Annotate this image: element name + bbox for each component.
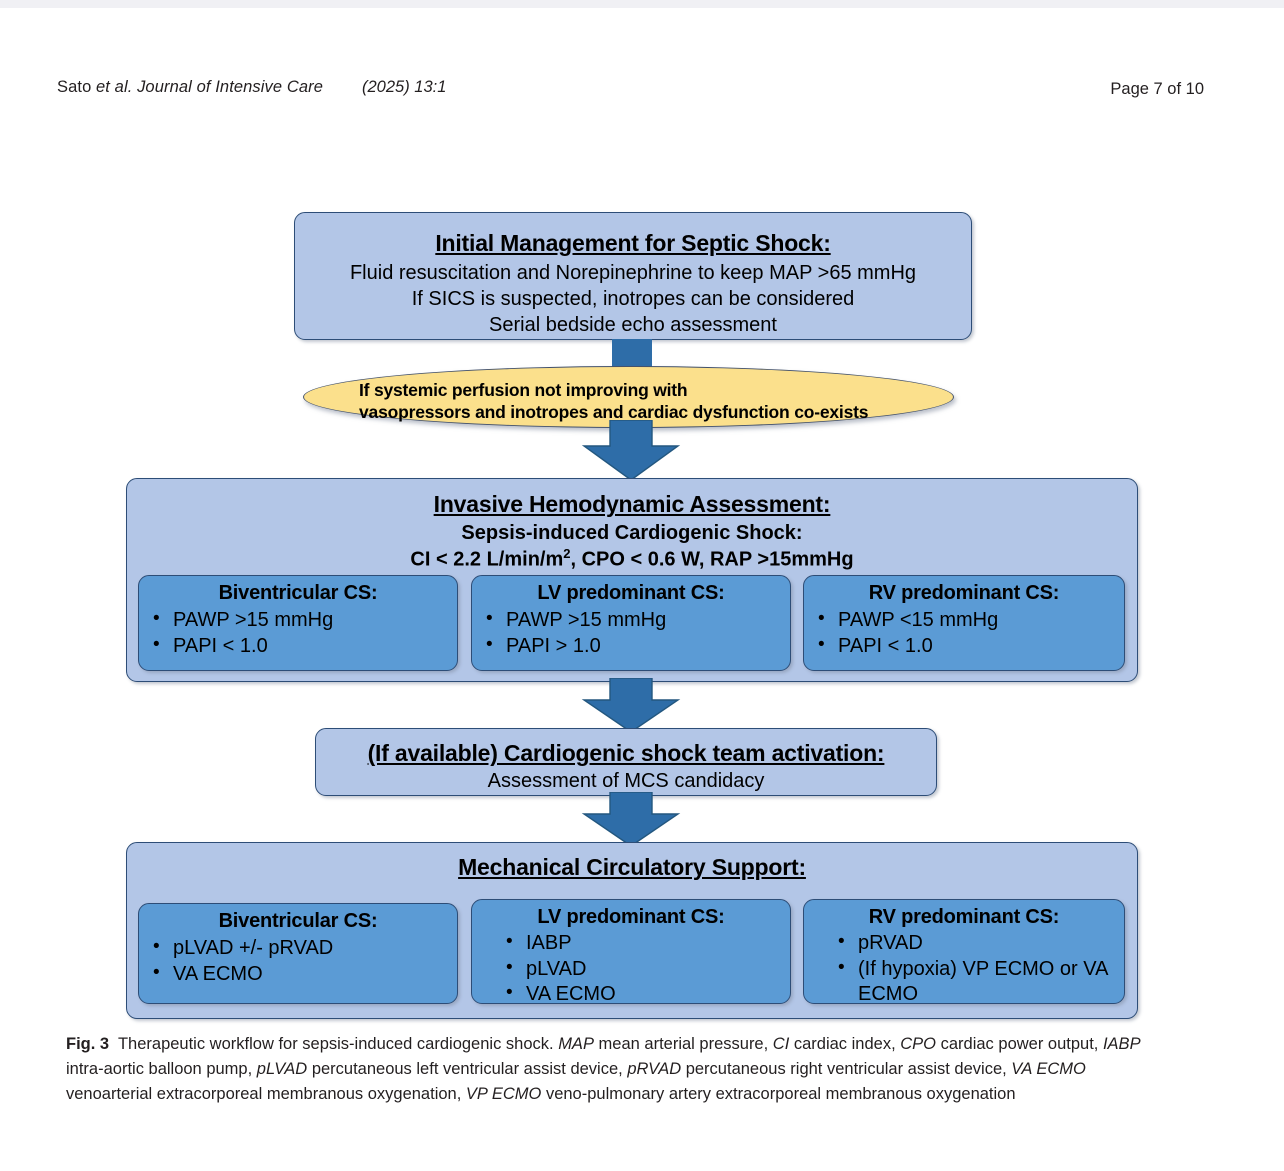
subbox-assessment-rv-title: RV predominant CS: (868, 582, 1060, 604)
figure-caption: Fig. 3 Therapeutic workflow for sepsis-i… (66, 1032, 1156, 1107)
abbr-prvad: pRVAD (627, 1060, 682, 1079)
subbox-mcs-lv-title: LV predominant CS: (537, 906, 725, 928)
list-item: PAPI < 1.0 (139, 633, 457, 660)
list-item: PAPI > 1.0 (472, 633, 790, 660)
node-invasive-superscript: 2 (563, 545, 571, 561)
node-condition-ellipse: If systemic perfusion not improving with… (303, 366, 954, 428)
node-initial-management-title: Initial Management for Septic Shock: (435, 230, 831, 256)
abbr-map: MAP (558, 1035, 594, 1053)
subbox-assessment-lv-title: LV predominant CS: (537, 582, 725, 604)
list-item: pLVAD +/- pRVAD (139, 935, 457, 962)
def-map: mean arterial pressure, (593, 1035, 773, 1053)
page-number: Page 7 of 10 (1110, 80, 1204, 98)
volume-issue: (2025) 13:1 (362, 78, 447, 96)
node-shock-team-line-2: Assessment of MCS candidacy (487, 769, 765, 792)
condition-text: If systemic perfusion not improving with… (359, 380, 868, 424)
abbr-vp-ecmo: VP ECMO (465, 1085, 542, 1104)
def-va-ecmo: venoarterial extracorporeal membranous o… (66, 1085, 466, 1104)
def-cpo: cardiac power output, (936, 1035, 1103, 1053)
node-shock-team-title: (If available) Cardiogenic shock team ac… (367, 740, 885, 766)
node-invasive-hemodynamic-assessment: Invasive Hemodynamic Assessment: Sepsis-… (126, 478, 1138, 682)
node-shock-team-activation: (If available) Cardiogenic shock team ac… (315, 728, 937, 796)
list-item: VA ECMO (492, 981, 790, 1008)
author-name: Sato (57, 78, 97, 96)
subbox-mcs-lv: LV predominant CS: IABP pLVAD VA ECMO (471, 899, 791, 1005)
subbox-mcs-lv-list: IABP pLVAD VA ECMO (472, 930, 790, 1008)
condition-line-2: vasopressors and inotropes and cardiac d… (359, 401, 869, 422)
subbox-assessment-rv-list: PAWP <15 mmHg PAPI < 1.0 (804, 607, 1124, 660)
list-item: pLVAD (492, 956, 790, 983)
journal-citation: Sato et al. Journal of Intensive Care (57, 78, 323, 97)
def-plvad: percutaneous left ventricular assist dev… (307, 1060, 628, 1079)
def-vp-ecmo: veno-pulmonary artery extracorporeal mem… (541, 1085, 1016, 1104)
list-item: PAWP >15 mmHg (472, 607, 790, 634)
subbox-assessment-rv: RV predominant CS: PAWP <15 mmHg PAPI < … (803, 575, 1125, 671)
flow-arrow-3 (581, 792, 681, 847)
node-invasive-line-2: Sepsis-induced Cardiogenic Shock: (461, 521, 803, 544)
subbox-assessment-biventricular: Biventricular CS: PAWP >15 mmHg PAPI < 1… (138, 575, 458, 671)
node-initial-management-line-1: Fluid resuscitation and Norepinephrine t… (349, 261, 917, 284)
node-initial-management-line-3: Serial bedside echo assessment (489, 313, 777, 336)
abbr-iabp: IABP (1102, 1035, 1141, 1053)
node-mechanical-circulatory-support: Mechanical Circulatory Support: Biventri… (126, 842, 1138, 1019)
subbox-mcs-rv-list: pRVAD (If hypoxia) VP ECMO or VA ECMO (804, 930, 1124, 1008)
abbr-va-ecmo: VA ECMO (1011, 1060, 1086, 1079)
abbr-ci: CI (772, 1035, 790, 1053)
def-prvad: percutaneous right ventricular assist de… (681, 1060, 1012, 1079)
subbox-mcs-biventricular: Biventricular CS: pLVAD +/- pRVAD VA ECM… (138, 903, 458, 1004)
def-iabp: intra-aortic balloon pump, (66, 1060, 257, 1079)
condition-line-1: If systemic perfusion not improving with (359, 380, 688, 400)
journal-title: et al. Journal of Intensive Care (96, 78, 324, 96)
list-item: IABP (492, 930, 790, 957)
abbr-plvad: pLVAD (256, 1060, 308, 1079)
subbox-assessment-biventricular-list: PAWP >15 mmHg PAPI < 1.0 (139, 607, 457, 660)
subbox-assessment-biventricular-title: Biventricular CS: (218, 582, 378, 604)
list-item: (If hypoxia) VP ECMO or VA ECMO (824, 956, 1124, 1008)
list-item: PAWP >15 mmHg (139, 607, 457, 634)
subbox-assessment-lv: LV predominant CS: PAWP >15 mmHg PAPI > … (471, 575, 791, 671)
list-item: VA ECMO (139, 961, 457, 988)
abbr-cpo: CPO (900, 1035, 937, 1053)
list-item: PAPI < 1.0 (804, 633, 1124, 660)
subbox-mcs-rv-title: RV predominant CS: (868, 906, 1060, 928)
node-invasive-line-3a: CI < 2.2 L/min/m (410, 548, 564, 571)
flow-arrow-1 (581, 420, 681, 481)
list-item: PAWP <15 mmHg (804, 607, 1124, 634)
flow-arrow-2 (581, 678, 681, 733)
subbox-mcs-rv: RV predominant CS: pRVAD (If hypoxia) VP… (803, 899, 1125, 1005)
subbox-mcs-biventricular-title: Biventricular CS: (218, 910, 378, 932)
node-invasive-line-3: CI < 2.2 L/min/m2, CPO < 0.6 W, RAP >15m… (127, 546, 1137, 573)
caption-label: Fig. 3 (66, 1035, 110, 1053)
node-mcs-title: Mechanical Circulatory Support: (458, 854, 806, 880)
subbox-assessment-lv-list: PAWP >15 mmHg PAPI > 1.0 (472, 607, 790, 660)
figure-3-flowchart: Initial Management for Septic Shock: Flu… (0, 0, 1284, 1030)
caption-lead: Therapeutic workflow for sepsis-induced … (117, 1035, 559, 1053)
node-initial-management: Initial Management for Septic Shock: Flu… (294, 212, 972, 340)
def-ci: cardiac index, (789, 1035, 901, 1053)
node-initial-management-line-2: If SICS is suspected, inotropes can be c… (411, 287, 855, 310)
page-top-strip (0, 0, 1284, 8)
subbox-mcs-biventricular-list: pLVAD +/- pRVAD VA ECMO (139, 935, 457, 988)
node-invasive-title: Invasive Hemodynamic Assessment: (433, 491, 831, 517)
list-item: pRVAD (824, 930, 1124, 957)
node-invasive-line-3b: , CPO < 0.6 W, RAP >15mmHg (570, 548, 854, 571)
running-head: Sato et al. Journal of Intensive Care (2… (0, 78, 1284, 108)
